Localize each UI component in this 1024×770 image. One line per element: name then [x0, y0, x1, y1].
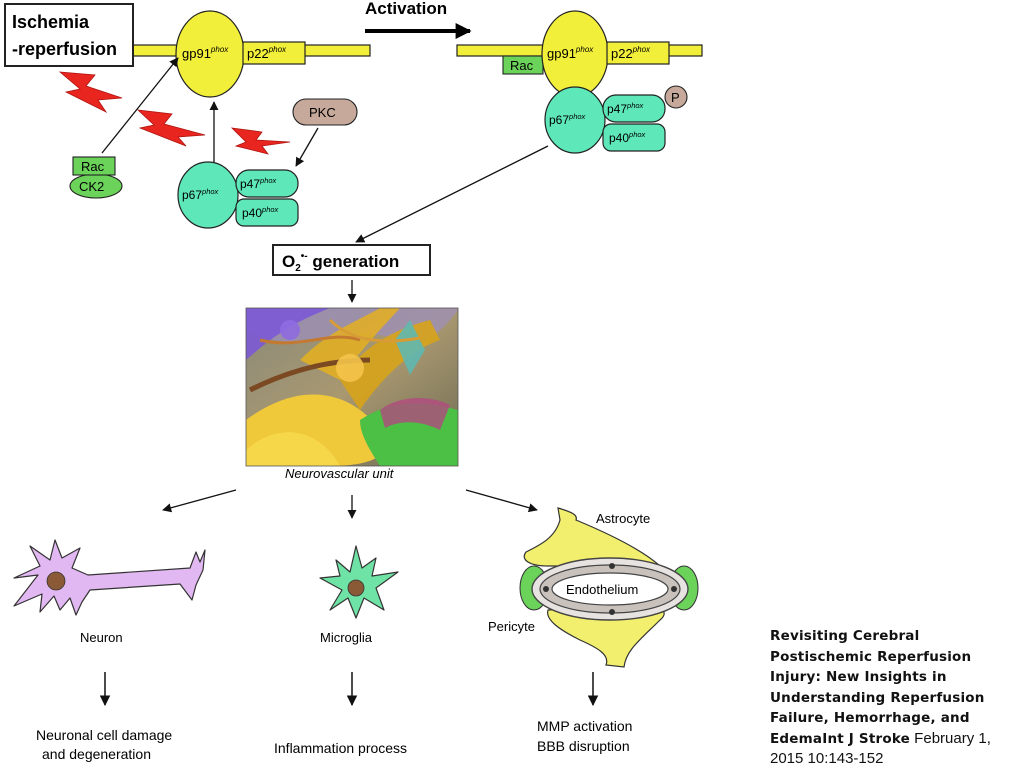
ck2-label: CK2: [79, 179, 104, 194]
vessel-lumen: [551, 572, 669, 606]
svg-text:gp91phox: gp91phox: [547, 45, 594, 61]
neuron-outcome-line-2: and degeneration: [42, 746, 151, 762]
pkc-arrow: [295, 127, 319, 167]
p40-subunit-active: [602, 123, 666, 152]
lightning-bolt-icon: [58, 71, 123, 114]
ischemia-label-1: Ischemia: [12, 12, 90, 32]
ischemia-reperfusion-box: Ischemia -reperfusion: [4, 3, 134, 67]
ischemia-label-2: -reperfusion: [12, 39, 117, 59]
phosphate-label: P: [671, 90, 680, 105]
active-complex: Rac gp91phox p22phox p67phox p47phox p40…: [456, 10, 703, 154]
svg-text:p47phox: p47phox: [607, 101, 644, 116]
astrocyte-label: Astrocyte: [596, 511, 650, 526]
microglia-outcome: Inflammation process: [274, 740, 407, 756]
p47-subunit-active: [602, 94, 666, 123]
citation: Revisiting Cerebral Postischemic Reperfu…: [770, 626, 1020, 770]
lightning-bolt-icon: [136, 109, 206, 147]
citation-title: Revisiting Cerebral Postischemic Reperfu…: [770, 628, 985, 747]
bbb-outcome-line-2: BBB disruption: [537, 738, 630, 754]
phosphate-badge: [664, 85, 688, 109]
svg-text:p67phox: p67phox: [182, 187, 219, 202]
svg-text:p40phox: p40phox: [242, 205, 279, 220]
rac-to-gp91-arrow: [101, 57, 179, 154]
p47-subunit: [235, 169, 299, 198]
citation-date: February 1, 2015 10:143-152: [770, 729, 991, 768]
pkc-label: PKC: [309, 105, 336, 120]
svg-text:O2•- generation: O2•- generation: [282, 251, 399, 274]
svg-text:p67phox: p67phox: [549, 112, 586, 127]
microglia-nucleus: [347, 579, 365, 597]
p40-subunit: [235, 198, 299, 227]
endothelium-label: Endothelium: [566, 582, 638, 597]
neuron-outcome-line-1: Neuronal cell damage: [36, 727, 172, 743]
bbb-outcome-line-1: MMP activation: [537, 718, 632, 734]
svg-text:gp91phox: gp91phox: [182, 45, 229, 61]
p67-subunit: [177, 161, 239, 229]
active-to-o2-arrow: [355, 145, 549, 243]
svg-text:p47phox: p47phox: [240, 176, 277, 191]
rac-label-active: Rac: [510, 58, 534, 73]
lightning-bolt-icon: [230, 127, 291, 155]
neurovascular-unit-image: [245, 307, 459, 467]
svg-text:p40phox: p40phox: [609, 130, 646, 145]
arrow-to-neuron: [162, 489, 237, 513]
microglia-cell: [319, 545, 399, 619]
bbb-structure: Endothelium: [519, 507, 699, 668]
resting-complex: Ischemia -reperfusion gp91phox p22phox R…: [4, 3, 371, 229]
activation-label: Activation: [365, 0, 447, 18]
rac-subunit: [72, 156, 116, 176]
pericyte-label: Pericyte: [488, 619, 535, 634]
neuron-cell: [13, 539, 206, 616]
microglia-label: Microglia: [320, 630, 373, 645]
neuron-label: Neuron: [80, 630, 123, 645]
p22-subunit: [242, 41, 306, 65]
svg-text:p22phox: p22phox: [611, 45, 651, 61]
p67-subunit-active: [544, 86, 606, 154]
o2-generation-box: O2•- generation: [272, 244, 431, 276]
p22-subunit-active: [606, 41, 670, 65]
neurovascular-unit-label: Neurovascular unit: [285, 466, 395, 481]
pkc-subunit: [292, 98, 358, 126]
neuron-nucleus: [46, 571, 66, 591]
svg-text:p22phox: p22phox: [247, 45, 287, 61]
rac-label: Rac: [81, 159, 105, 174]
arrow-to-bbb: [465, 489, 538, 513]
